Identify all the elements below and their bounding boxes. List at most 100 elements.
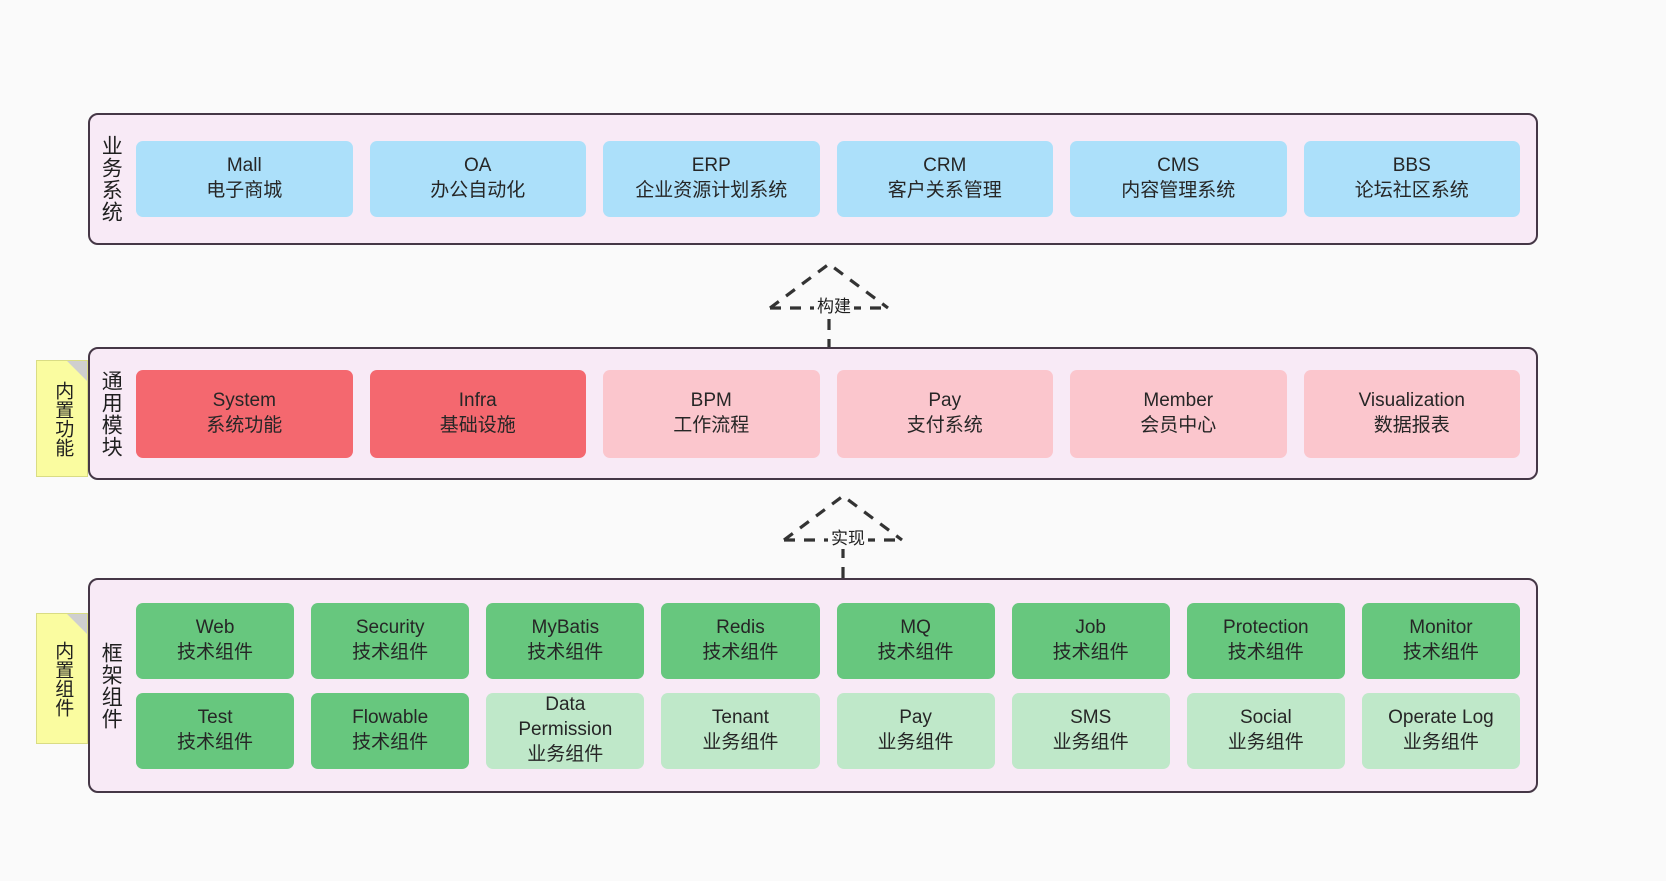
generalization-arrowhead [783, 494, 903, 542]
node-cms[interactable]: CMS 内容管理系统 [1070, 141, 1287, 217]
node-subtitle: 论坛社区系统 [1354, 180, 1469, 201]
node-subtitle: 技术组件 [1052, 641, 1129, 663]
node-subtitle: 会员中心 [1140, 414, 1217, 436]
layer-business-system[interactable]: 业务系统 Mall 电子商城 OA 办公自动化 ERP 企业资源计划系统 CRM… [88, 113, 1538, 245]
node-title: MyBatis [531, 616, 600, 638]
node-title: Redis [716, 616, 765, 638]
node-title: Data Permission [518, 694, 613, 741]
node-mybatis[interactable]: MyBatis 技术组件 [486, 602, 645, 679]
node-title: Member [1143, 389, 1214, 411]
node-flowable[interactable]: Flowable 技术组件 [311, 692, 470, 769]
node-subtitle: 内容管理系统 [1121, 180, 1236, 201]
connector-implement: 实现 [770, 490, 916, 578]
layer-label-common-module: 通用模块 [99, 369, 123, 458]
node-subtitle: 业务组件 [1402, 731, 1479, 753]
row-business-components: Test 技术组件 Flowable 技术组件 Data Permission … [136, 692, 1520, 769]
node-title: Operate Log [1388, 706, 1494, 728]
node-system[interactable]: System 系统功能 [136, 369, 353, 458]
note-builtin-component: 内置组件 [36, 613, 88, 744]
node-subtitle: 办公自动化 [430, 180, 526, 201]
node-pay-component[interactable]: Pay 业务组件 [836, 692, 995, 769]
node-sms[interactable]: SMS 业务组件 [1011, 692, 1170, 769]
node-job[interactable]: Job 技术组件 [1011, 602, 1170, 679]
node-mq[interactable]: MQ 技术组件 [836, 602, 995, 679]
node-subtitle: 系统功能 [206, 414, 283, 436]
node-subtitle: 技术组件 [702, 641, 779, 663]
node-subtitle: 企业资源计划系统 [635, 180, 788, 201]
node-subtitle: 业务组件 [702, 731, 779, 753]
node-mall[interactable]: Mall 电子商城 [136, 141, 353, 217]
node-title: Security [355, 616, 425, 638]
node-crm[interactable]: CRM 客户关系管理 [836, 141, 1053, 217]
node-title: Social [1239, 706, 1292, 728]
node-subtitle: 工作流程 [673, 414, 750, 436]
node-title: OA [464, 155, 492, 177]
node-title: Job [1075, 616, 1106, 638]
node-test[interactable]: Test 技术组件 [136, 692, 295, 769]
node-protection[interactable]: Protection 技术组件 [1186, 602, 1345, 679]
node-subtitle: 数据报表 [1373, 414, 1450, 436]
node-redis[interactable]: Redis 技术组件 [661, 602, 820, 679]
node-visualization[interactable]: Visualization 数据报表 [1303, 369, 1520, 458]
node-infra[interactable]: Infra 基础设施 [369, 369, 586, 458]
node-title: System [212, 389, 276, 411]
node-title: Test [197, 706, 233, 728]
node-web[interactable]: Web 技术组件 [136, 602, 295, 679]
connector-build: 构建 [756, 258, 902, 350]
connector-build-label: 构建 [814, 296, 854, 317]
node-subtitle: 基础设施 [439, 414, 516, 436]
layer-body-common-module: System 系统功能 Infra 基础设施 BPM 工作流程 Pay 支付系统… [130, 349, 1536, 478]
node-security[interactable]: Security 技术组件 [311, 602, 470, 679]
node-title: Flowable [352, 706, 429, 728]
node-monitor[interactable]: Monitor 技术组件 [1361, 602, 1520, 679]
node-title: SMS [1070, 706, 1112, 728]
row-business-system: Mall 电子商城 OA 办公自动化 ERP 企业资源计划系统 CRM 客户关系… [136, 141, 1520, 217]
node-tenant[interactable]: Tenant 业务组件 [661, 692, 820, 769]
node-subtitle: 技术组件 [352, 641, 429, 663]
generalization-arrowhead [769, 262, 889, 310]
node-subtitle: 支付系统 [906, 414, 983, 436]
node-subtitle: 技术组件 [527, 641, 604, 663]
node-title: Pay [899, 706, 932, 728]
node-subtitle: 业务组件 [877, 731, 954, 753]
node-operate-log[interactable]: Operate Log 业务组件 [1361, 692, 1520, 769]
node-subtitle: 电子商城 [206, 180, 283, 201]
note-label: 内置功能 [52, 380, 74, 457]
node-subtitle: 业务组件 [527, 743, 604, 765]
layer-framework-component[interactable]: 框架组件 Web 技术组件 Security 技术组件 MyBatis 技术组件… [88, 578, 1538, 793]
node-social[interactable]: Social 业务组件 [1186, 692, 1345, 769]
row-common-module: System 系统功能 Infra 基础设施 BPM 工作流程 Pay 支付系统… [136, 369, 1520, 458]
node-title: CMS [1157, 155, 1200, 177]
node-title: BBS [1392, 155, 1431, 177]
node-pay-module[interactable]: Pay 支付系统 [836, 369, 1053, 458]
node-title: Infra [458, 389, 497, 411]
layer-label-business-system: 业务系统 [99, 135, 123, 223]
node-oa[interactable]: OA 办公自动化 [369, 141, 586, 217]
layer-body-business-system: Mall 电子商城 OA 办公自动化 ERP 企业资源计划系统 CRM 客户关系… [130, 115, 1536, 243]
node-title: Tenant [711, 706, 769, 728]
node-title: Pay [928, 389, 962, 411]
node-title: ERP [691, 155, 731, 177]
node-subtitle: 业务组件 [1227, 731, 1304, 753]
node-title: BPM [690, 389, 732, 411]
node-erp[interactable]: ERP 企业资源计划系统 [603, 141, 820, 217]
layer-label-framework-component: 框架组件 [99, 641, 123, 730]
node-title: CRM [923, 155, 967, 177]
node-member[interactable]: Member 会员中心 [1070, 369, 1287, 458]
node-bpm[interactable]: BPM 工作流程 [603, 369, 820, 458]
node-subtitle: 技术组件 [352, 731, 429, 753]
connector-implement-label: 实现 [828, 528, 868, 549]
node-subtitle: 技术组件 [177, 641, 254, 663]
node-data-permission[interactable]: Data Permission 业务组件 [486, 692, 645, 769]
layer-common-module[interactable]: 通用模块 System 系统功能 Infra 基础设施 BPM 工作流程 Pay… [88, 347, 1538, 480]
node-title: Mall [226, 155, 262, 177]
note-label: 内置组件 [52, 640, 74, 717]
node-title: Monitor [1409, 616, 1473, 638]
node-title: MQ [900, 616, 931, 638]
node-subtitle: 技术组件 [1227, 641, 1304, 663]
node-title: Protection [1223, 616, 1309, 638]
node-bbs[interactable]: BBS 论坛社区系统 [1303, 141, 1520, 217]
node-subtitle: 技术组件 [1402, 641, 1479, 663]
node-subtitle: 客户关系管理 [887, 180, 1002, 201]
